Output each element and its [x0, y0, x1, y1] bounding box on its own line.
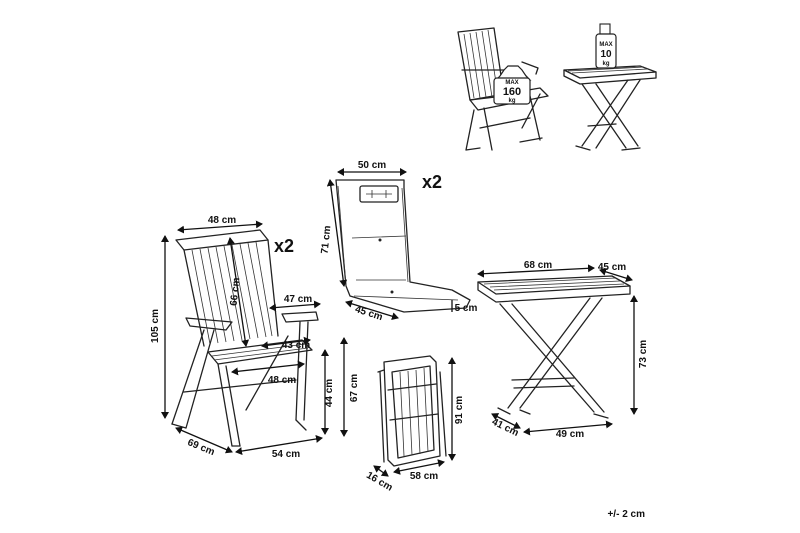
table-base-width-label: 49 cm	[556, 429, 584, 440]
chair-quantity-label: x2	[274, 236, 294, 256]
chair-backrest-height-label: 66 cm	[229, 277, 243, 306]
table-max-load-badge: MAX 10 kg	[595, 23, 617, 69]
tolerance-note: +/- 2 cm	[607, 509, 645, 520]
chair-width-dimension-line	[235, 435, 323, 455]
chair-top-width-dimension-line	[177, 220, 263, 234]
cushion-seat-depth-label: 45 cm	[354, 304, 384, 323]
chair-width-label: 54 cm	[272, 449, 300, 460]
cushion-quantity-label: x2	[422, 172, 442, 192]
folded-chair-drawing	[377, 355, 447, 467]
table-width-label: 45 cm	[598, 262, 626, 273]
chair-load-value: 160	[503, 86, 521, 98]
chair-total-height-label: 105 cm	[150, 309, 161, 343]
folded-chair-thickness-label: 16 cm	[364, 470, 394, 494]
chair-armrest-length-label: 47 cm	[284, 294, 312, 305]
table-load-illustration	[563, 65, 657, 151]
table-base-width-dimension-line	[523, 420, 613, 436]
folded-chair-width-label: 58 cm	[410, 471, 438, 482]
cushion-back-height-label: 71 cm	[320, 225, 334, 254]
chair-max-load-badge: MAX 160 kg	[493, 65, 532, 105]
table-length-dimension-line	[477, 264, 595, 278]
chair-top-width-label: 48 cm	[208, 215, 236, 226]
folded-chair-height-label: 91 cm	[454, 396, 465, 424]
chair-depth-dimension-line	[175, 426, 233, 454]
chair-depth-label: 69 cm	[186, 437, 217, 458]
chair-load-max-label: MAX	[505, 80, 518, 86]
chair-seat-depth-label: 43 cm	[282, 340, 310, 351]
table-height-label: 73 cm	[638, 340, 649, 368]
table-length-label: 68 cm	[524, 260, 552, 271]
chair-load-unit: kg	[508, 98, 515, 104]
chair-armrest-length-dimension-line	[269, 300, 321, 312]
table-load-unit: kg	[602, 61, 609, 67]
table-load-value: 10	[600, 49, 612, 60]
table-base-depth-dimension-line	[491, 413, 521, 429]
chair-backrest-height-dimension-line	[226, 237, 250, 347]
cushion-width-label: 50 cm	[358, 160, 386, 171]
cushion-thickness-label: 5 cm	[455, 303, 478, 314]
table-width-dimension-line	[599, 267, 633, 283]
cushion-seat-depth-dimension-line	[345, 299, 399, 321]
chair-seat-width-dimension-line	[231, 360, 305, 376]
cushion-back-height-dimension-line	[326, 179, 348, 287]
chair-seat-depth-dimension-line	[261, 336, 311, 350]
cushion-drawing	[335, 179, 471, 313]
chair-armrest-height-label: 67 cm	[349, 374, 360, 402]
chair-seat-height-label: 44 cm	[324, 379, 335, 407]
chair-seat-width-label: 48 cm	[268, 375, 296, 386]
table-load-max-label: MAX	[599, 42, 612, 48]
folded-chair-width-dimension-line	[393, 459, 445, 475]
table-drawing	[477, 275, 631, 419]
folded-chair-thickness-dimension-line	[373, 465, 389, 477]
